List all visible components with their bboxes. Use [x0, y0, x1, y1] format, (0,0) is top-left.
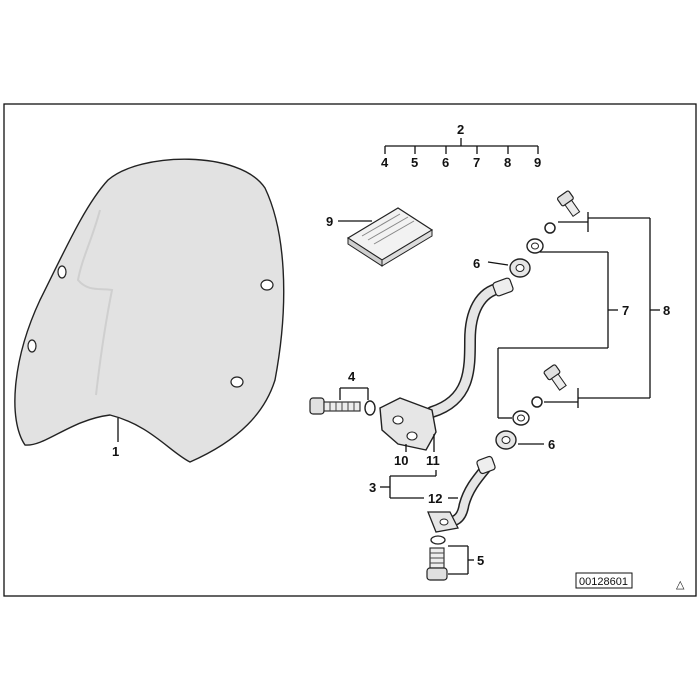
lower-arm [427, 455, 496, 533]
kit-item: 7 [473, 155, 480, 170]
mount-hole [260, 279, 274, 291]
diagram-number-box [575, 572, 633, 589]
mount-hole [230, 376, 244, 388]
diagram-number: 00128601 [579, 576, 628, 588]
corner-mark: △ [676, 579, 685, 591]
mount-hole [27, 339, 37, 353]
callout-8: 8 [663, 303, 670, 318]
callout-11: 11 [426, 453, 440, 468]
callout-6-lower: 6 [548, 437, 555, 452]
callout-10: 10 [394, 453, 408, 468]
windshield [14, 158, 285, 463]
callout-4: 4 [348, 369, 356, 384]
callout-2: 2 [457, 122, 464, 137]
callout-9: 9 [326, 214, 333, 229]
kit-item: 9 [534, 155, 541, 170]
lower-hardware [495, 364, 567, 450]
instruction-booklet [346, 207, 434, 267]
upper-hardware [509, 190, 581, 278]
callout-3: 3 [369, 480, 376, 495]
kit-item: 5 [411, 155, 418, 170]
bolt-4 [309, 397, 376, 416]
callout-6-upper: 6 [473, 256, 480, 271]
mount-hole [57, 265, 67, 279]
callout-7: 7 [622, 303, 629, 318]
kit-item: 8 [504, 155, 511, 170]
callout-1: 1 [112, 444, 119, 459]
kit-item: 6 [442, 155, 449, 170]
diagram-frame [3, 103, 697, 597]
callout-12: 12 [428, 491, 442, 506]
clamp-bracket [379, 397, 437, 451]
callout-5: 5 [477, 553, 484, 568]
upper-arm [426, 277, 514, 418]
bolt-5 [426, 535, 448, 581]
kit-item: 4 [381, 155, 389, 170]
